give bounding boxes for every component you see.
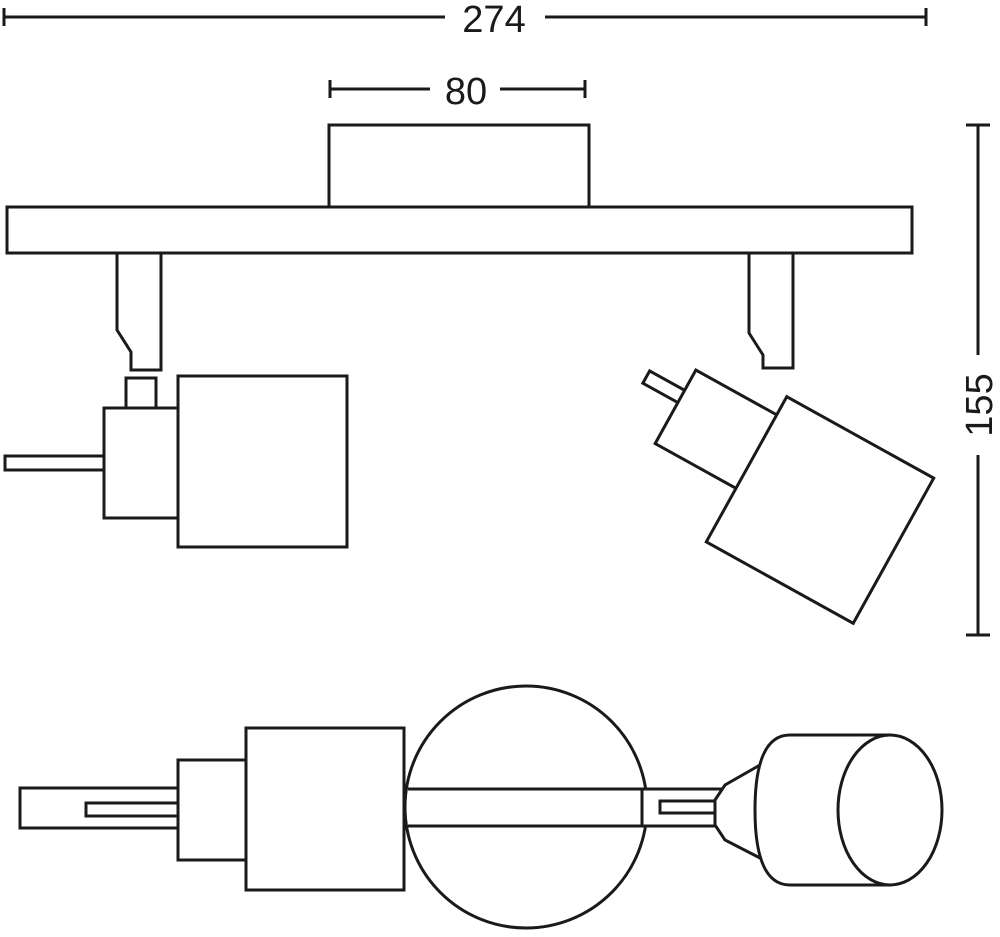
left-spot-rod xyxy=(3,454,107,472)
left-spot-shade xyxy=(176,374,349,549)
dimension-overall-width: 274 xyxy=(2,0,928,41)
front-view xyxy=(3,123,936,626)
dimension-label-overall-width: 274 xyxy=(462,0,525,41)
top-view-right-holder xyxy=(713,762,762,861)
ceiling-base-plate xyxy=(327,123,591,209)
top-view-base-plate xyxy=(403,684,649,930)
top-view-left-shade xyxy=(244,726,406,892)
right-spot-arm xyxy=(747,251,795,370)
right-spot-shade xyxy=(704,394,936,626)
left-spot-holder xyxy=(102,406,182,520)
top-view-right-shade-opening xyxy=(836,733,944,887)
dimension-label-overall-height: 155 xyxy=(959,373,1000,436)
right-spot-front xyxy=(640,251,936,626)
top-view-left-rod xyxy=(84,801,180,818)
mounting-bar xyxy=(5,205,914,255)
top-view-right-rod xyxy=(658,799,724,815)
top-view-left-holder xyxy=(176,758,250,862)
left-spot-arm xyxy=(115,251,163,372)
dimension-label-base-width: 80 xyxy=(445,71,487,113)
left-spot-joint xyxy=(124,376,158,410)
left-spot-front xyxy=(3,251,349,549)
dimension-overall-height: 155 xyxy=(959,123,1000,637)
top-view xyxy=(18,684,944,930)
dimension-base-width: 80 xyxy=(328,71,587,113)
